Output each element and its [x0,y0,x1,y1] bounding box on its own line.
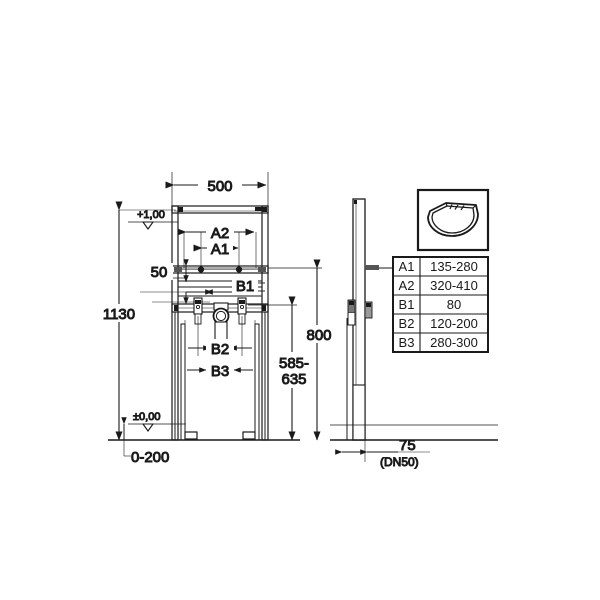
table-cell-code: B2 [399,316,415,331]
dim-height-1130: 1130 [103,306,135,323]
side-view [330,198,498,441]
dim-depth-75: 75 [399,437,416,454]
bolt-left [197,266,205,273]
top-right-gusset-2 [262,207,267,212]
side-upper-bracket [365,265,379,270]
table-cell-value: 320-410 [430,278,478,293]
table-cell-value: 120-200 [430,316,478,331]
level-marker-icon-top [141,221,155,230]
dim-800: 800 [306,327,331,344]
dim-585-635-line1: 585- [279,355,309,372]
front-view-frame [108,205,300,441]
label-b1: B1 [236,278,254,295]
wash-basin-icon-box [416,188,490,252]
upper-panel [177,212,263,269]
dim-50: 50 [151,264,168,281]
table-cell-code: A1 [399,259,415,274]
table-cell-code: B1 [399,297,415,312]
top-cross-member [171,205,269,214]
table-border [392,256,489,353]
label-offset-floor: ±0,00 [133,411,160,423]
left-foot [184,431,198,440]
table-cell-code: A2 [399,278,415,293]
table-row: B2 120-200 [399,316,478,331]
table-row: A2 320-410 [399,278,478,293]
table-row: A1 135-280 [399,259,478,274]
table-cell-value: 280-300 [430,335,478,350]
rail-end-left [174,267,182,272]
table-row: B1 80 [399,297,462,312]
front-view-dimensions: 500 1130 +1,00 50 A2 A1 [100,172,335,467]
dimension-table: A1 135-280 A2 320-410 B1 80 B2 120-200 B… [392,256,489,353]
top-left-gusset [178,207,183,212]
dim-width-500: 500 [207,178,232,195]
label-b2: B2 [211,341,229,358]
label-a1: A1 [211,241,229,258]
dim-depth-note: (DN50) [380,455,419,469]
table-cell-value: 135-280 [430,259,478,274]
table-row: B3 280-300 [399,335,478,350]
left-leg [180,323,186,441]
drain-trap-fitting [212,302,230,341]
level-marker-icon-floor [141,423,155,432]
wash-basin-icon [427,202,479,237]
label-a2: A2 [211,225,229,242]
bolt-right [235,266,243,273]
side-lower-section [352,384,366,441]
dim-floor-range: 0-200 [131,449,169,466]
right-foot [242,431,256,440]
right-leg [254,323,260,441]
depth-dimension: 75 (DN50) [335,437,430,470]
top-right-gusset [255,207,262,211]
dim-585-635-line2: 635 [281,371,306,388]
rail-end-right [258,267,266,272]
side-valve-fittings [347,299,373,326]
label-b3: B3 [211,363,229,380]
table-cell-code: B3 [399,335,415,350]
table-cell-value: 80 [447,297,461,312]
label-offset-top: +1,00 [137,209,165,221]
